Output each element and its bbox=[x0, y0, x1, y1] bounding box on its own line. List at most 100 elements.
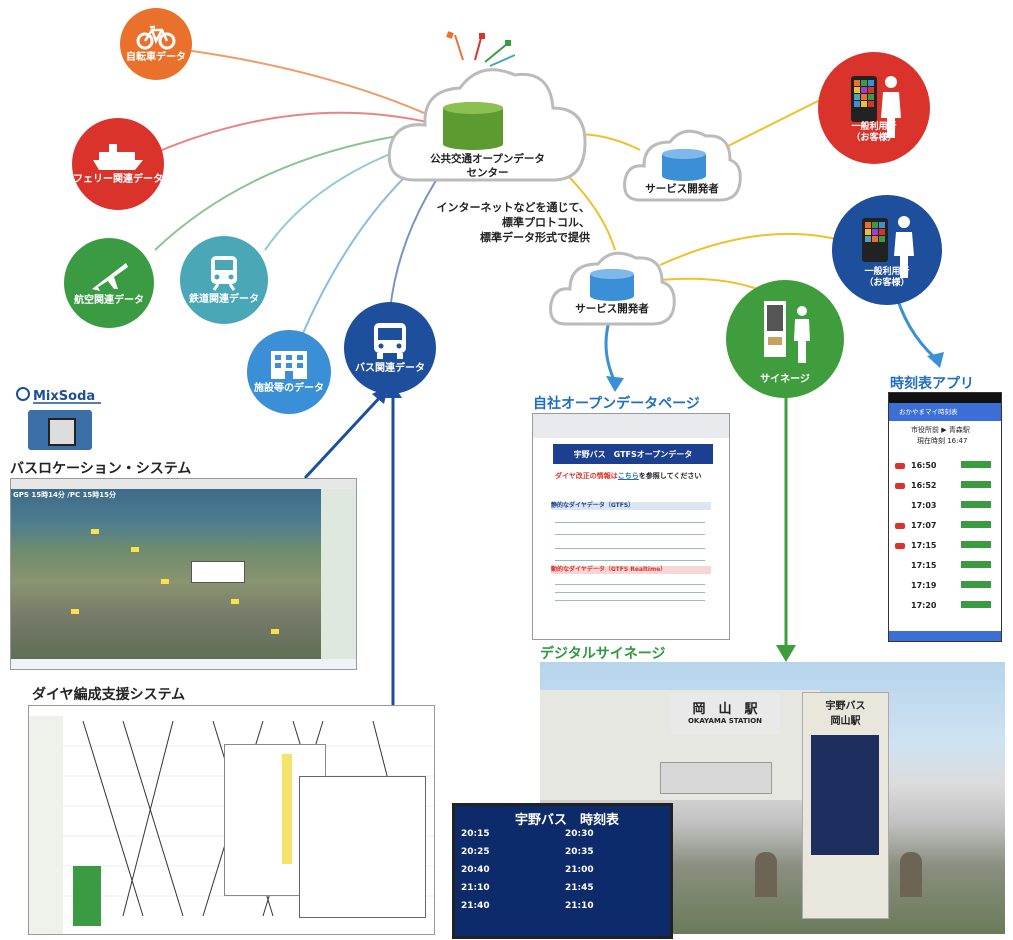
timetable-app-screenshot: おかやまマイ時刻表 市役所前 ▶ 青森駅 現在時刻 16:47 16:50 16… bbox=[888, 392, 1002, 642]
pole-label-2: 岡山駅 bbox=[830, 716, 861, 727]
signage-time: 20:25 bbox=[461, 847, 490, 857]
signage-person-icon bbox=[764, 301, 810, 363]
line-bicycle bbox=[184, 49, 441, 121]
link-line bbox=[555, 522, 705, 523]
diagram-sidebar bbox=[29, 716, 63, 934]
busloc-marker bbox=[131, 547, 139, 552]
digital-signage-title: デジタルサイネージ bbox=[540, 646, 666, 662]
app-row-time[interactable]: 16:50 bbox=[911, 461, 937, 470]
app-row-time[interactable]: 17:07 bbox=[911, 521, 937, 530]
bollard bbox=[900, 852, 922, 897]
rail-data-circle: 鉄道関連データ bbox=[180, 236, 268, 324]
link-line bbox=[555, 548, 705, 549]
app-route-badge bbox=[961, 501, 991, 508]
line-devmid-signage bbox=[659, 277, 761, 291]
browser-chrome bbox=[533, 414, 729, 438]
mixsoda-logo: MixSoda bbox=[15, 385, 105, 405]
bus-icon bbox=[374, 323, 406, 359]
link-line bbox=[555, 584, 705, 585]
bus-data-label: バス関連データ bbox=[355, 363, 425, 374]
busloc-marker bbox=[71, 609, 79, 614]
center-label-line1: 公共交通オープンデータ bbox=[430, 153, 545, 165]
busloc-marker bbox=[271, 629, 279, 634]
gps-device bbox=[28, 410, 92, 450]
app-header: おかやまマイ時刻表 bbox=[889, 403, 1001, 421]
signage-time: 21:10 bbox=[461, 883, 490, 893]
gtfs-title: 宇野バス GTFSオープンデータ bbox=[573, 449, 693, 459]
app-status-bar bbox=[889, 393, 1001, 403]
arrow-head-app bbox=[927, 352, 944, 368]
busloc-timeline bbox=[11, 659, 356, 669]
app-now: 現在時刻 16:47 bbox=[917, 437, 968, 445]
arrow-head-signage bbox=[776, 645, 796, 662]
bus-vehicle bbox=[660, 762, 772, 794]
open-data-page-screenshot: 宇野バス GTFSオープンデータ ダイヤ改正の情報はこちらを参照してください 静… bbox=[532, 413, 730, 640]
service-developer-cloud-mid: サービス開発者 bbox=[548, 232, 676, 332]
busloc-header: GPS 15時14分 /PC 15時15分 bbox=[13, 491, 117, 499]
app-row-time[interactable]: 17:03 bbox=[911, 501, 937, 510]
user-circle-1: 一般利用者 （お客様） bbox=[818, 52, 930, 164]
signage-time: 21:10 bbox=[565, 901, 594, 911]
line-ferry bbox=[149, 111, 441, 156]
station-name: 岡 山 駅 bbox=[692, 702, 758, 717]
link-line bbox=[555, 592, 705, 593]
note-line2: 標準プロトコル、 bbox=[502, 216, 590, 229]
app-route-badge bbox=[961, 601, 991, 608]
app-row-time[interactable]: 17:15 bbox=[911, 541, 937, 550]
notice-prefix: ダイヤ改正の情報は bbox=[555, 472, 618, 480]
facility-data-circle: 施設等のデータ bbox=[247, 330, 331, 414]
notice-link[interactable]: こちら bbox=[617, 472, 639, 480]
diagram-dialog bbox=[299, 776, 426, 918]
note-line3: 標準データ形式で提供 bbox=[480, 231, 590, 244]
busloc-marker bbox=[231, 599, 239, 604]
service-developer-cloud-top: サービス開発者 bbox=[622, 112, 742, 207]
signage-time: 21:00 bbox=[565, 865, 594, 875]
app-row-time[interactable]: 17:20 bbox=[911, 601, 937, 610]
signage-right-col: 20:30 20:35 21:00 21:45 21:10 bbox=[563, 830, 663, 928]
app-row-time[interactable]: 16:52 bbox=[911, 481, 937, 490]
facility-data-label: 施設等のデータ bbox=[254, 383, 324, 394]
user2-label-line2: （お客様） bbox=[864, 278, 910, 288]
bicycle-data-label: 自転車データ bbox=[126, 52, 186, 63]
bicycle-data-circle: 自転車データ bbox=[120, 8, 192, 80]
app-footer bbox=[889, 631, 1001, 641]
app-row-time[interactable]: 17:15 bbox=[911, 561, 937, 570]
ferry-icon bbox=[93, 144, 143, 170]
signage-left-col: 20:15 20:25 20:40 21:10 21:40 bbox=[459, 830, 559, 928]
cloud-shape bbox=[549, 251, 676, 326]
signage-time: 20:15 bbox=[461, 829, 490, 839]
airplane-icon bbox=[92, 263, 128, 291]
link-line bbox=[555, 560, 705, 561]
station-roman: OKAYAMA STATION bbox=[687, 717, 763, 725]
building-icon bbox=[271, 351, 307, 379]
busloc-toolbar bbox=[11, 479, 356, 489]
rail-data-label: 鉄道関連データ bbox=[189, 294, 259, 305]
dev-mid-label: サービス開発者 bbox=[575, 303, 649, 315]
app-route-badge bbox=[961, 461, 991, 468]
bus-location-screenshot: GPS 15時14分 /PC 15時15分 bbox=[10, 478, 357, 670]
cloud-shape bbox=[623, 129, 742, 202]
app-row-time[interactable]: 17:19 bbox=[911, 581, 937, 590]
signage-board-screenshot: 宇野バス 時刻表 20:15 20:25 20:40 21:10 21:40 2… bbox=[452, 803, 673, 939]
signage-time: 20:30 bbox=[565, 829, 594, 839]
diagram-green-buttons bbox=[73, 866, 101, 926]
dev-top-label: サービス開発者 bbox=[645, 183, 719, 195]
app-route-badge bbox=[961, 481, 991, 488]
app-route-badge bbox=[961, 561, 991, 568]
signage-time: 20:40 bbox=[461, 865, 490, 875]
bus-data-circle: バス関連データ bbox=[344, 302, 436, 394]
timetable-app-title: 時刻表アプリ bbox=[890, 376, 974, 392]
bollard bbox=[755, 852, 777, 897]
open-data-page-title: 自社オープンデータページ bbox=[533, 396, 700, 412]
diagram-highlight-column bbox=[282, 754, 292, 864]
app-bus-icon bbox=[895, 543, 905, 549]
app-route-badge bbox=[961, 581, 991, 588]
train-icon bbox=[211, 256, 237, 291]
provision-note: インターネットなどを通じて、 標準プロトコル、 標準データ形式で提供 bbox=[430, 200, 590, 245]
bicycle-icon bbox=[136, 25, 176, 50]
busloc-map: GPS 15時14分 /PC 15時15分 bbox=[11, 489, 321, 659]
arrow-busloc-busdata bbox=[303, 393, 384, 480]
signage-board-title: 宇野バス 時刻表 bbox=[515, 813, 620, 828]
open-data-center-cloud: 公共交通オープンデータ センター bbox=[385, 30, 590, 195]
device-chip bbox=[48, 418, 76, 446]
